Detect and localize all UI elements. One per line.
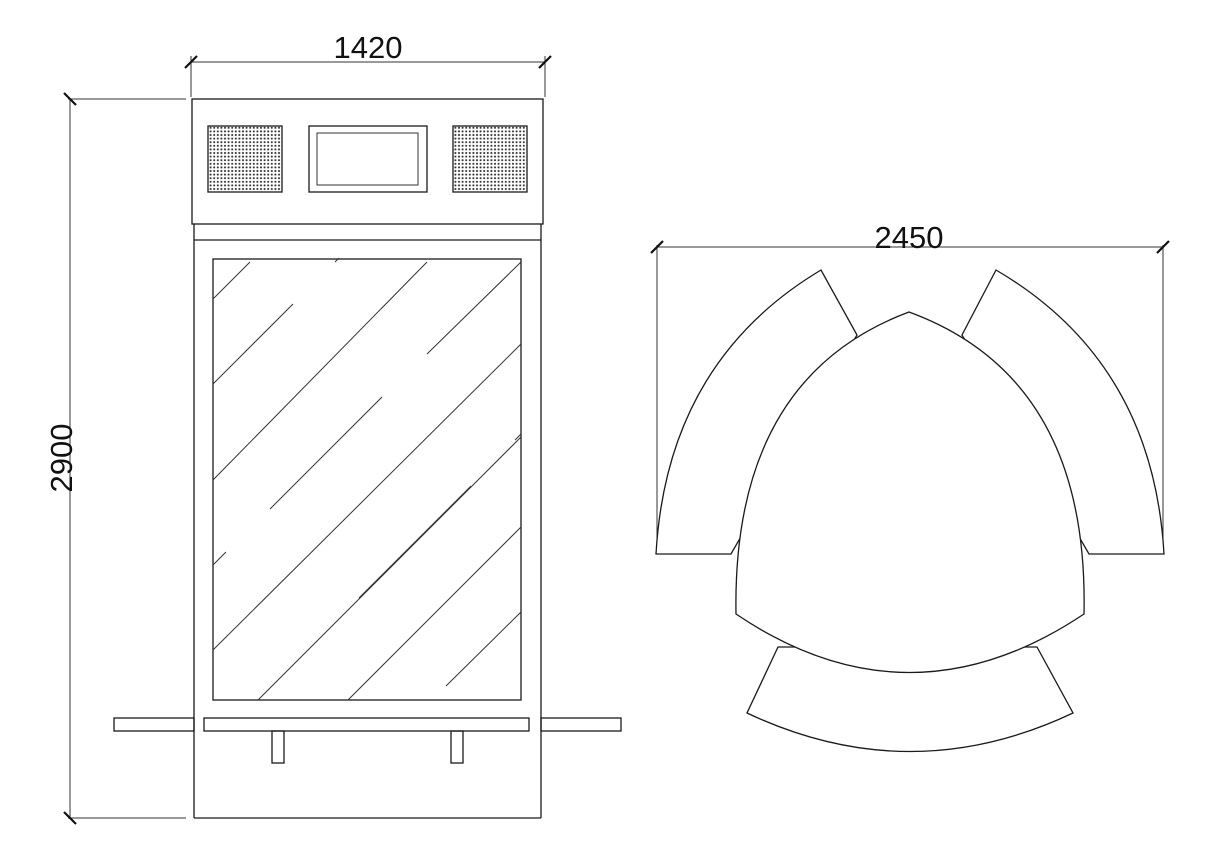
dimension-front-width: 1420 bbox=[184, 30, 552, 97]
front-elevation: 1420 2900 bbox=[44, 30, 622, 825]
dimension-front-height: 2900 bbox=[44, 92, 186, 825]
dimension-front-height-label: 2900 bbox=[44, 424, 79, 493]
display-screen bbox=[308, 125, 428, 193]
left-speaker-grille bbox=[207, 125, 283, 193]
dimension-plan-width: 2450 bbox=[650, 220, 1170, 552]
seat-segment-right bbox=[961, 269, 1165, 555]
central-kiosk-core bbox=[735, 311, 1085, 674]
glass-panel bbox=[212, 257, 522, 701]
header-panel bbox=[191, 98, 544, 225]
seat-segment-bottom bbox=[746, 646, 1074, 753]
dimension-front-width-label: 1420 bbox=[334, 30, 403, 65]
main-body bbox=[193, 224, 542, 819]
seat-segments bbox=[655, 269, 1165, 753]
bench-shelf bbox=[113, 717, 622, 764]
seat-segment-left bbox=[655, 269, 858, 555]
right-speaker-grille bbox=[452, 125, 528, 193]
dimension-plan-width-label: 2450 bbox=[875, 220, 944, 255]
plan-view: 2450 bbox=[650, 220, 1170, 753]
